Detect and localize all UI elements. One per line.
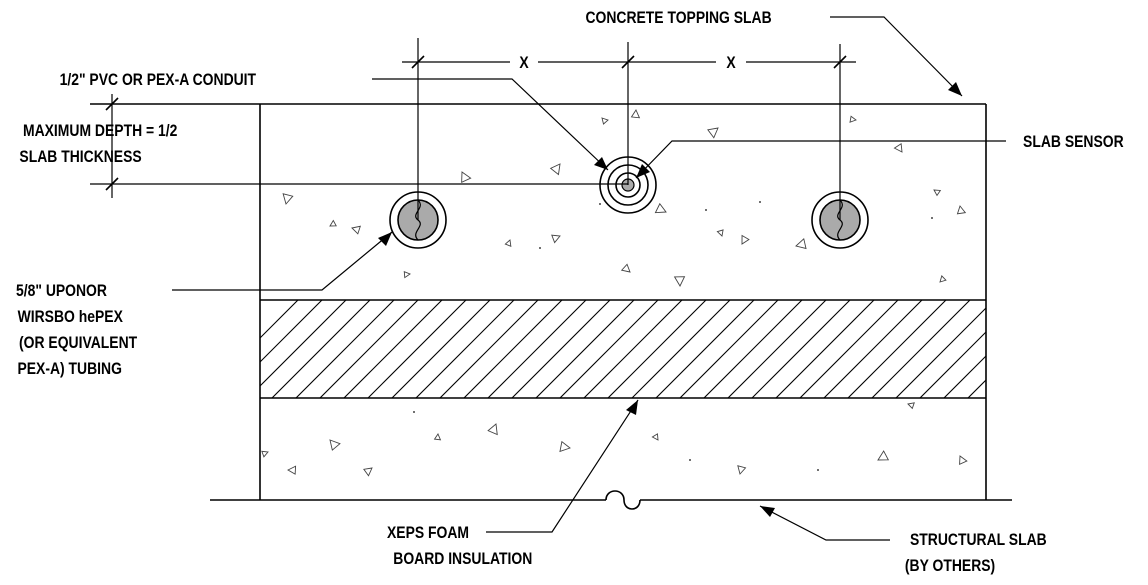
leader-sensor: [635, 140, 1006, 179]
max-depth-dimension: [90, 94, 628, 198]
concrete-topping-slab-label: CONCRETE TOPPING SLAB: [585, 9, 771, 28]
leader-tubing: [172, 231, 393, 291]
slab-sensor-label: SLAB SENSOR: [1023, 133, 1124, 152]
tubing-label-line3: (OR EQUIVALENT: [19, 334, 138, 353]
leader-conduit: [372, 78, 609, 171]
spacing-label-left: X: [519, 54, 529, 73]
leader-topping-slab: [830, 16, 963, 97]
leader-structural-slab: [759, 505, 890, 541]
structural-slab: [210, 490, 1012, 510]
conduit-label: 1/2" PVC OR PEX-A CONDUIT: [60, 71, 257, 90]
structural-slab-label-line1: STRUCTURAL SLAB: [910, 531, 1047, 550]
insulation-label-line1: XEPS FOAM: [387, 524, 469, 543]
tubing-label-line4: PEX-A) TUBING: [17, 360, 121, 379]
tubing-label-line2: WIRSBO hePEX: [18, 308, 124, 327]
topping-slab: [90, 103, 987, 500]
aggregate-marks: [261, 109, 968, 477]
max-depth-label-line2: SLAB THICKNESS: [19, 148, 141, 167]
structural-slab-label-line2: (BY OTHERS): [905, 557, 995, 576]
max-depth-label-line1: MAXIMUM DEPTH = 1/2: [23, 122, 178, 141]
foam-insulation-layer: [260, 300, 986, 399]
tubing-label-line1: 5/8" UPONOR: [16, 282, 107, 301]
spacing-dimension: [402, 38, 856, 220]
leader-insulation: [486, 399, 639, 533]
spacing-label-right: X: [726, 54, 736, 73]
insulation-label-line2: BOARD INSULATION: [393, 550, 532, 569]
